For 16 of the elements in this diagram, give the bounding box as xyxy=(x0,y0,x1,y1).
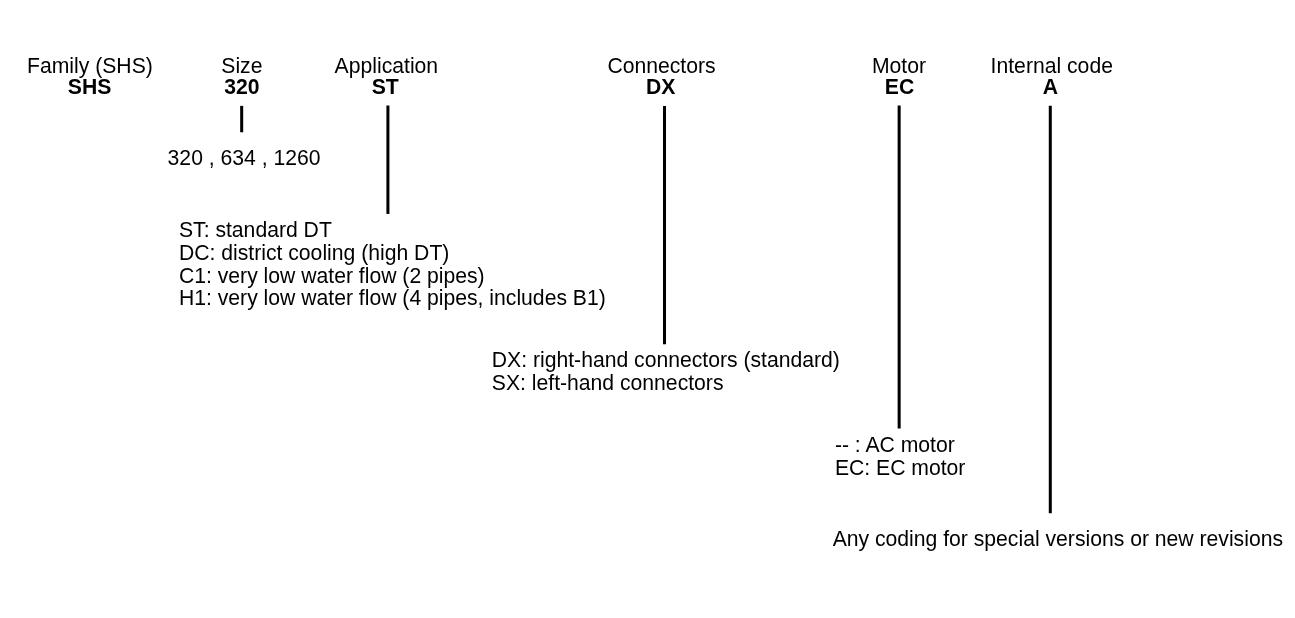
node-text: Family (SHS) SHS xyxy=(27,53,153,98)
node-text: Size 320 xyxy=(221,53,263,98)
node-text: Application ST xyxy=(334,53,439,98)
connector xyxy=(386,105,390,214)
node-text: -- : AC motor EC: EC motor xyxy=(834,432,966,479)
connector xyxy=(897,105,901,429)
node-text: Internal code A xyxy=(990,53,1113,98)
connector xyxy=(1048,105,1052,513)
connector xyxy=(240,105,244,132)
node-text: 320 , 634 , 1260 xyxy=(167,145,321,169)
node-text: DX: right-hand connectors (standard) SX: left-hand connectors xyxy=(491,347,840,394)
node-text: Motor EC xyxy=(871,53,927,98)
node-text: ST: standard DT DC: district cooling (high DT) C1: very low water flow (2 pipes) H1: very low water flow (4 pipes, includes B1) xyxy=(178,217,606,309)
node-text: Any coding for special versions or new revisions xyxy=(832,526,1284,550)
node-text: Connectors DX xyxy=(607,53,716,98)
connector xyxy=(663,105,666,344)
